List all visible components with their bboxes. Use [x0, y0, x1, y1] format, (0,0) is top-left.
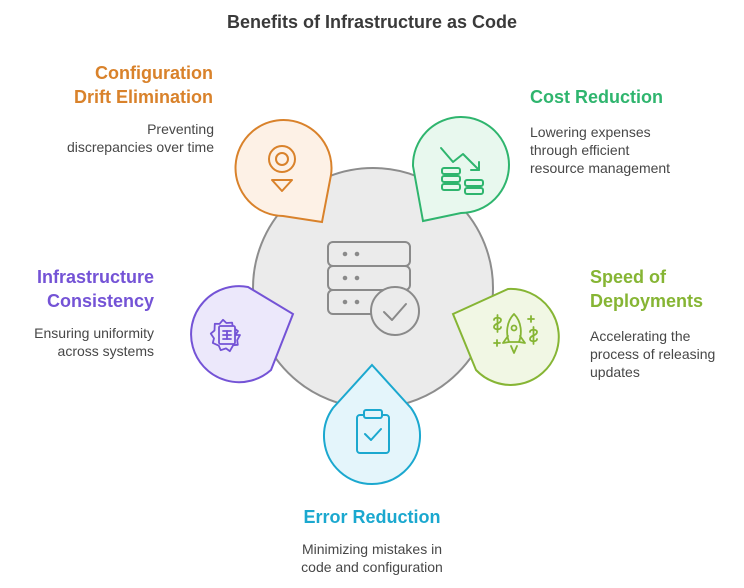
gear-document-icon	[209, 318, 241, 353]
heading-infrastructure-consistency: Infrastructure Consistency	[36, 267, 154, 311]
heading-configuration-drift: Configuration Drift Elimination	[74, 63, 213, 107]
description-cost-reduction: Lowering expenses through efficient reso…	[530, 124, 671, 176]
description-configuration-drift: Preventing discrepancies over time	[66, 121, 214, 155]
benefit-shape-speed-of-deployments	[451, 287, 560, 386]
benefit-shape-error-reduction	[323, 363, 421, 485]
rocket-dollar-icon	[493, 313, 538, 354]
trending-down-coins-icon	[440, 147, 484, 195]
description-speed-of-deployments: Accelerating the process of releasing up…	[590, 328, 716, 380]
heading-error-reduction: Error Reduction	[303, 507, 441, 527]
description-infrastructure-consistency: Ensuring uniformity across systems	[34, 325, 154, 359]
heading-speed-of-deployments: Speed of Deployments	[590, 267, 704, 311]
heading-cost-reduction: Cost Reduction	[530, 87, 663, 107]
diagram-title: Benefits of Infrastructure as Code	[226, 12, 518, 32]
benefit-shape-infrastructure-consistency	[190, 285, 295, 384]
server-stack-check-icon	[327, 241, 420, 336]
description-error-reduction: Minimizing mistakes in code and configur…	[301, 541, 443, 575]
target-marker-icon	[268, 145, 296, 192]
clipboard-check-icon	[356, 409, 390, 454]
benefit-shape-cost-reduction	[411, 116, 510, 223]
